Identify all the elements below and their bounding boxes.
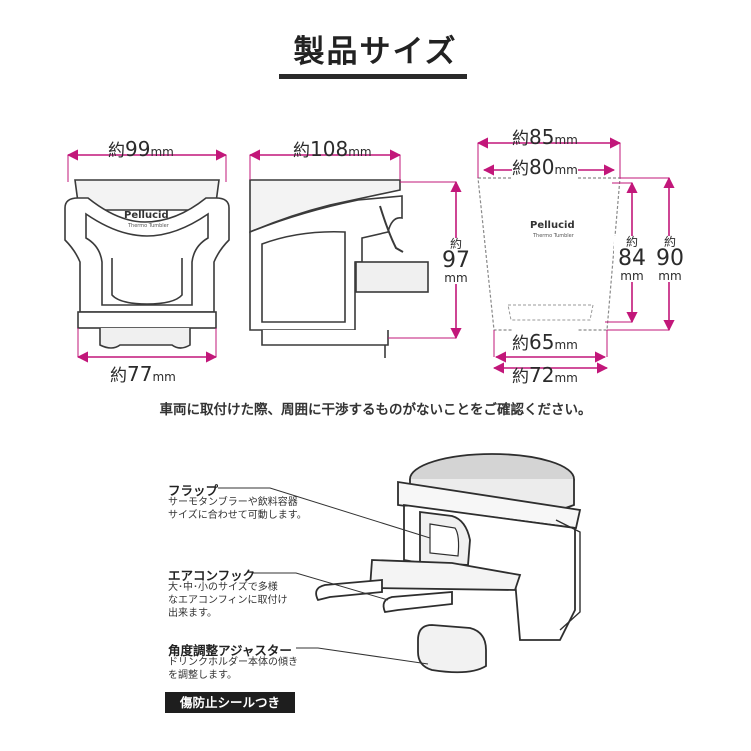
front-holder-inner: [85, 212, 209, 306]
callout-hook-desc: 大･中･小のサイズで多様 なエアコンフィンに取付け 出来ます。: [168, 582, 288, 619]
callout-leaders: [218, 487, 431, 665]
callout-adjuster-title: 角度調整アジャスター: [168, 643, 292, 658]
dim-side-height: 約 97 mm: [436, 238, 476, 284]
illus-holder-frame: [555, 519, 581, 631]
dim-cup-bottom-inner: 約65mm: [512, 329, 578, 354]
cup-base-inner: [507, 304, 594, 321]
illus-holder-rim: [397, 480, 582, 529]
cup-brand-name: Pellucid: [530, 220, 575, 231]
dim-front-width: 約99mm: [108, 137, 174, 161]
illus-hook-right: [382, 591, 453, 613]
illus-adjuster: [417, 624, 487, 674]
protection-sticker-badge: 傷防止シールつき: [165, 692, 295, 713]
cup-view: [477, 177, 621, 331]
front-brand-sub: Thermo Tumbler: [128, 223, 169, 229]
side-inner: [261, 230, 346, 323]
dim-cup-bottom-outer: 約72mm: [512, 363, 578, 387]
dim-cup-top-outer: 約85mm: [512, 125, 578, 149]
side-flap: [379, 205, 404, 253]
dim-cup-height-inner: 約 84 mm: [614, 236, 650, 282]
front-brand-name: Pellucid: [124, 210, 169, 221]
dim-cup-height-outer: 約 90 mm: [651, 236, 689, 282]
front-base-plate: [77, 311, 217, 329]
front-view: [64, 179, 230, 349]
cup-brand-sub: Thermo Tumbler: [533, 233, 574, 239]
title-underline: [279, 74, 467, 79]
callout-flap-desc: サーモタンブラーや飲料容器 サイズに合わせて可動します。: [168, 497, 307, 521]
side-hook: [355, 261, 429, 293]
callout-adjuster-desc: ドリンクホルダー本体の傾き を調整します。: [168, 657, 298, 681]
illus-flap-inner: [429, 523, 460, 557]
front-holder-core: [111, 258, 183, 305]
callout-hook-title: エアコンフック: [168, 568, 256, 583]
illus-hook-left: [315, 579, 383, 602]
side-view: [249, 179, 429, 358]
dim-front-bottom: 約77mm: [110, 362, 176, 386]
side-body: [249, 195, 403, 331]
holder-illustration: [315, 453, 582, 674]
dim-cup-top-inner: 約80mm: [512, 154, 578, 179]
callout-flap-title: フラップ: [168, 483, 219, 498]
cup-outline: [477, 177, 621, 331]
page-title: 製品サイズ: [293, 34, 458, 70]
side-adjuster: [261, 330, 389, 346]
dim-side-width: 約108mm: [293, 137, 372, 161]
front-hook: [99, 328, 191, 349]
installation-note: 車両に取付けた際、周囲に干渉するものがないことをご確認ください。: [159, 402, 592, 418]
